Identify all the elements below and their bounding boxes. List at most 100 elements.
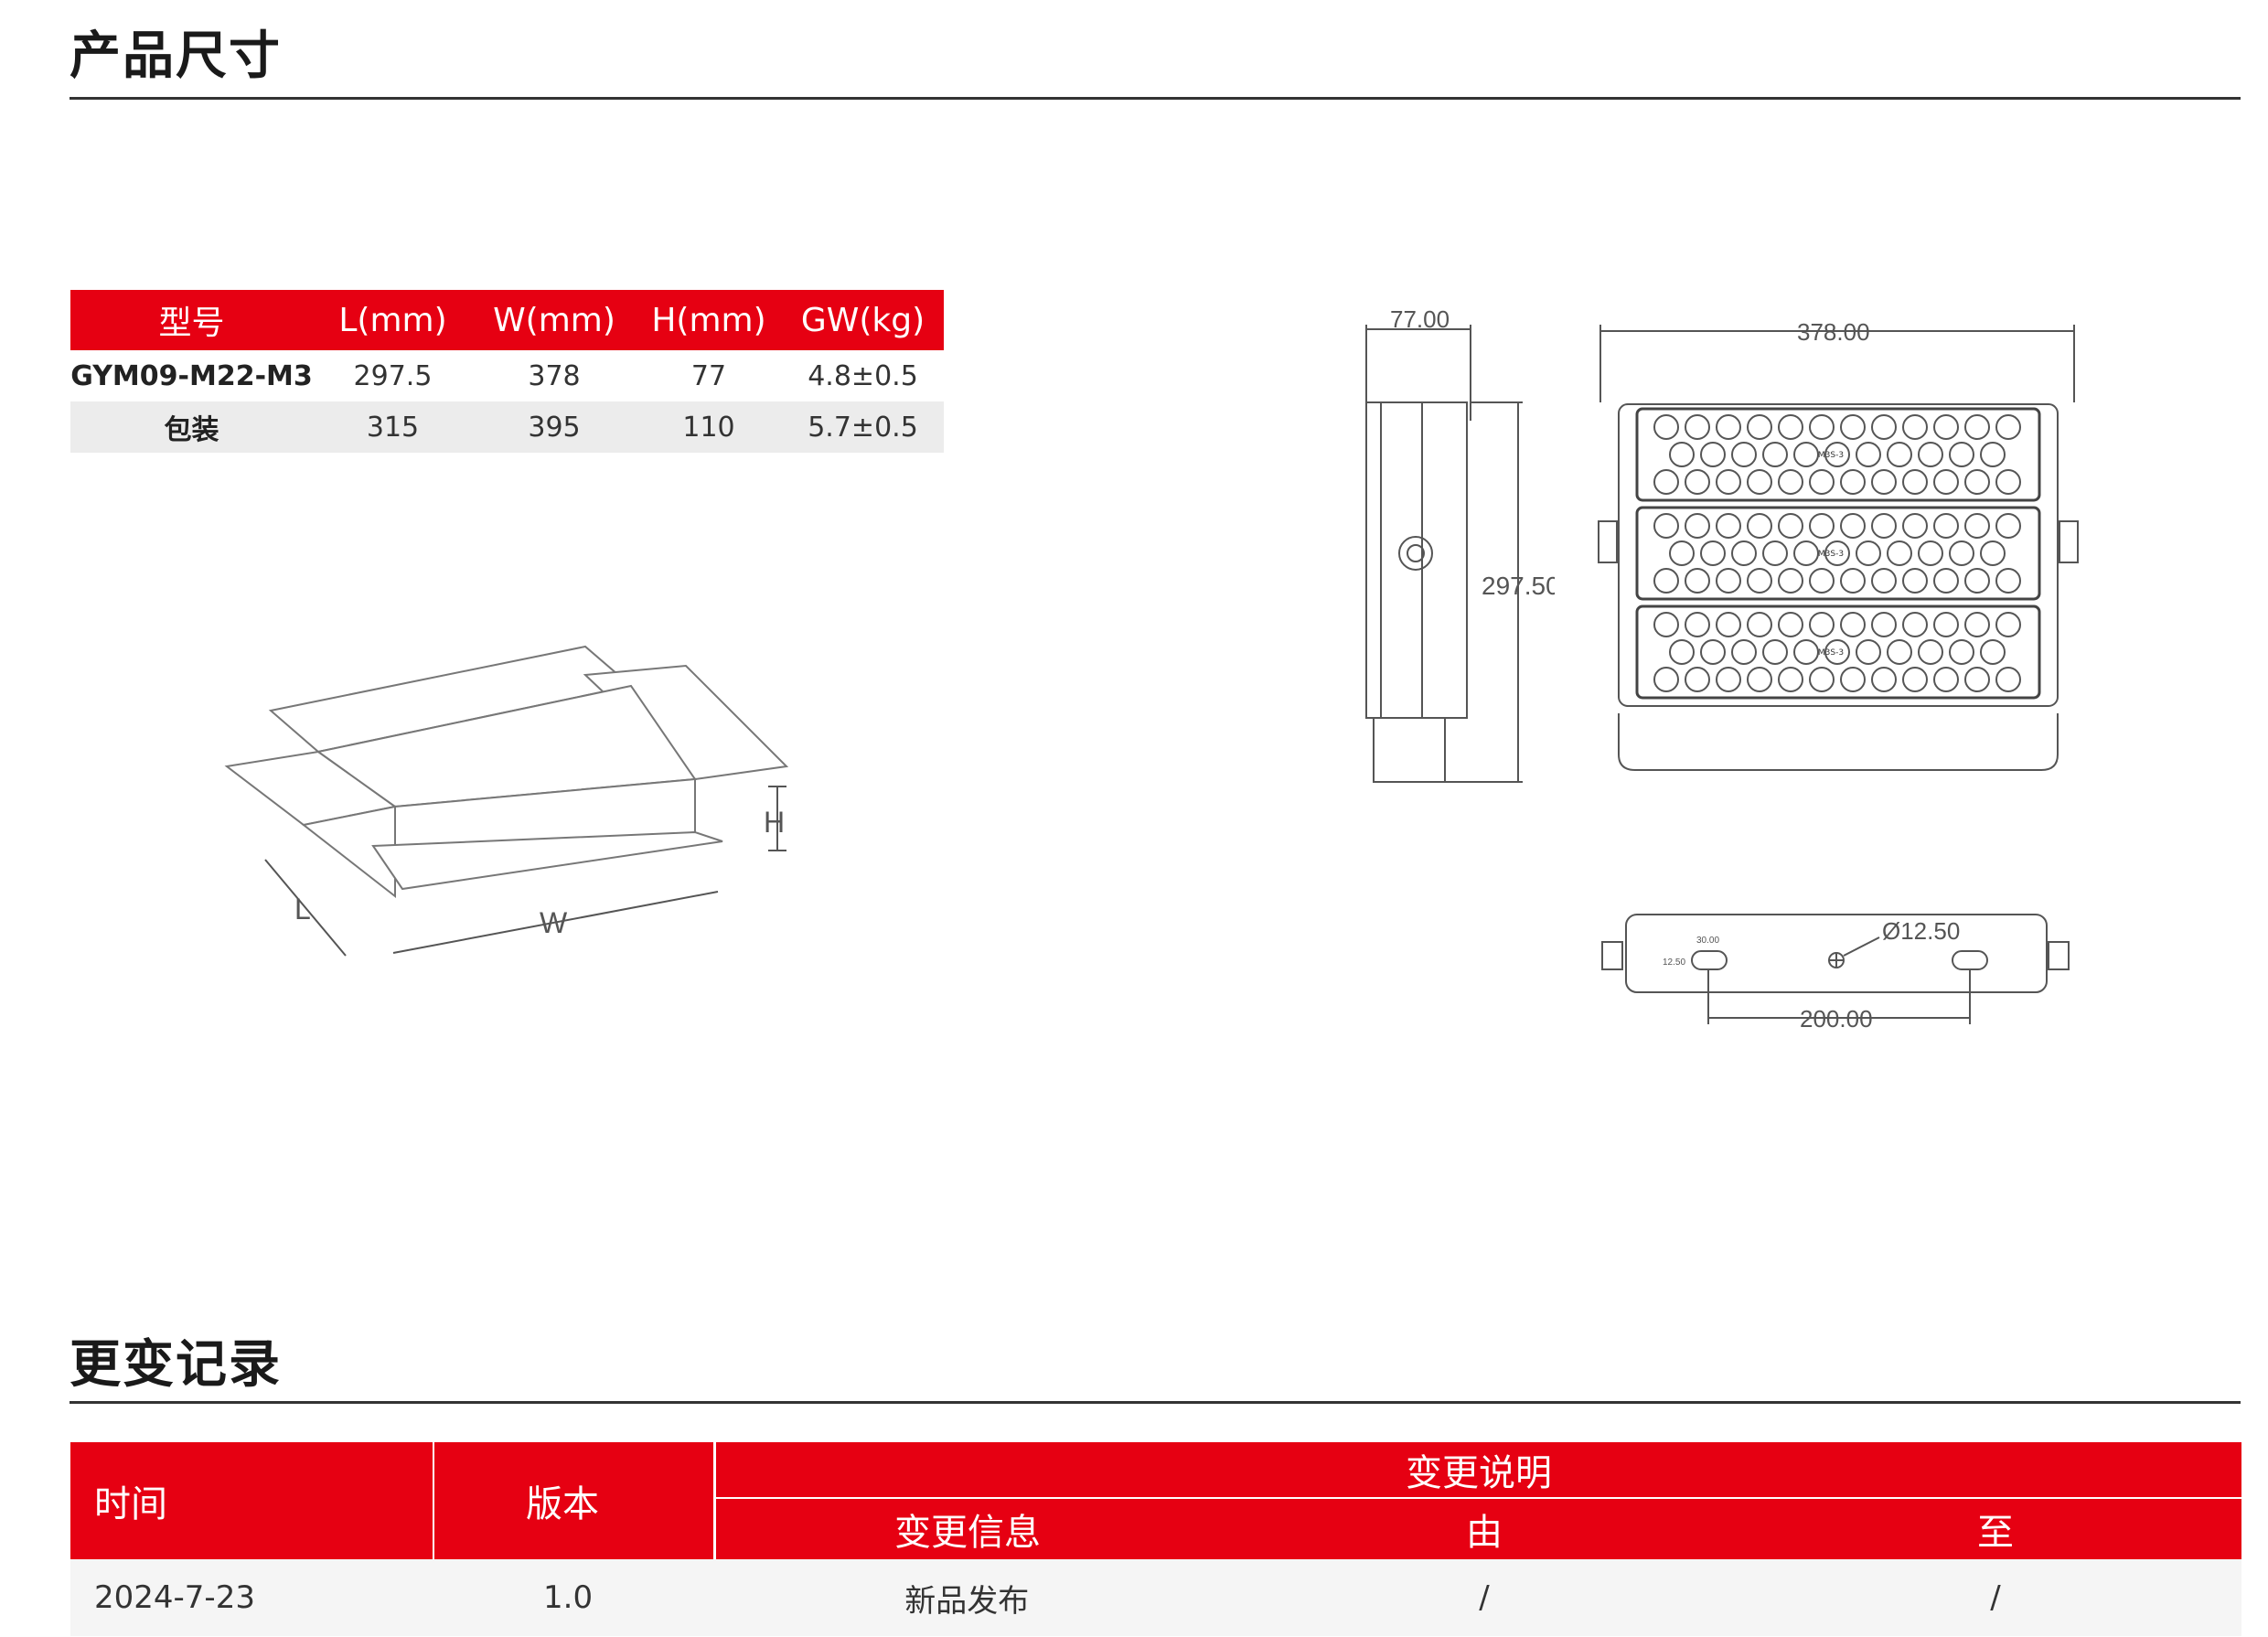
led-lens [1685,469,1710,495]
led-lens [1980,442,2006,467]
section-title-changelog: 更变记录 [70,1335,282,1395]
led-lens [1902,612,1928,637]
led-lens [1793,639,1819,665]
led-lens [1809,414,1835,440]
led-lens [1824,540,1850,566]
header-height: H(mm) [636,290,782,350]
led-lens [1824,639,1850,665]
dim-height: 297.50 [1482,572,1555,600]
led-lens [1964,469,1990,495]
dim-hole-spacing: 200.00 [1800,1005,1873,1032]
led-lens [1778,568,1803,594]
led-lens [1871,667,1897,692]
led-lens [1964,612,1990,637]
cell-weight: 5.7±0.5 [782,401,944,453]
header-description: 变更说明 [714,1442,2241,1499]
led-lens [1762,639,1788,665]
led-lens [1809,513,1835,539]
cell-model: GYM09-M22-M3 [70,359,313,392]
section-title-dimensions: 产品尺寸 [70,27,282,86]
header-weight: GW(kg) [782,290,944,350]
led-lens [1949,639,1974,665]
led-lens [1716,667,1741,692]
led-lens [1995,469,2021,495]
led-lens [1778,414,1803,440]
table-row: 包装 315 395 110 5.7±0.5 [70,401,944,453]
led-lens [1902,568,1928,594]
led-lens [1716,469,1741,495]
led-lens [1887,639,1912,665]
spec-table: 型号 L(mm) W(mm) H(mm) GW(kg) GYM09-M22-M3… [70,290,944,453]
dim-hole-diameter: Ø12.50 [1882,917,1960,945]
cell-time: 2024-7-23 [70,1559,433,1636]
led-lens [1902,667,1928,692]
led-lens [1840,513,1866,539]
led-lens [1871,568,1897,594]
led-lens [1933,414,1959,440]
led-lens [1824,442,1850,467]
led-lens [1856,442,1881,467]
box-label-h: H [764,806,785,839]
cell-version: 1.0 [433,1559,715,1636]
led-lens [1964,414,1990,440]
header-length: L(mm) [313,290,473,350]
side-view-drawing: 77.00 297.50 [1365,305,1555,783]
led-module [1635,506,2041,601]
header-version: 版本 [433,1442,716,1559]
led-lens [1980,540,2006,566]
dim-side-width: 77.00 [1390,305,1450,333]
led-lens [1887,540,1912,566]
led-lens [1793,540,1819,566]
led-lens [1840,612,1866,637]
header-model: 型号 [70,290,313,350]
led-lens [1685,667,1710,692]
led-lens [1716,612,1741,637]
led-lens [1747,513,1772,539]
led-lens [1840,568,1866,594]
led-lens [1871,414,1897,440]
table-row: GYM09-M22-M3 297.5 378 77 4.8±0.5 [70,350,944,401]
led-lens [1964,513,1990,539]
header-to: 至 [1749,1498,2241,1559]
led-lens [1933,612,1959,637]
header-time: 时间 [70,1442,434,1559]
module-label: M3S-3 [1818,648,1844,658]
led-lens [1778,612,1803,637]
led-lens [1887,442,1912,467]
box-label-l: L [294,893,311,925]
led-lens [1856,639,1881,665]
cell-height: 110 [636,401,782,453]
led-lens [1653,469,1679,495]
led-lens [1747,667,1772,692]
header-info: 变更信息 [714,1498,1219,1559]
cell-to: / [1749,1559,2241,1636]
led-lens [1918,442,1943,467]
led-lens [1995,414,2021,440]
spec-table-header: 型号 L(mm) W(mm) H(mm) GW(kg) [70,290,944,350]
led-lens [1747,469,1772,495]
header-width: W(mm) [473,290,636,350]
led-lens [1918,639,1943,665]
led-lens [1653,414,1679,440]
changelog-table: 时间 版本 变更说明 变更信息 由 至 2024-7-23 1.0 新品发布 /… [70,1442,2241,1636]
table-row: 2024-7-23 1.0 新品发布 / / [70,1559,2241,1636]
led-lens [1685,513,1710,539]
header-from: 由 [1219,1498,1749,1559]
led-lens [1918,540,1943,566]
led-lens [1700,639,1726,665]
led-lens [1809,667,1835,692]
led-lens [1949,540,1974,566]
led-lens [1995,513,2021,539]
bottom-view-drawing: Ø12.50 200.00 30.00 12.50 [1601,914,2070,1032]
led-lens [1685,612,1710,637]
led-lens [1902,513,1928,539]
led-lens [1778,667,1803,692]
led-lens [1949,442,1974,467]
cell-width: 378 [528,359,581,392]
packaging-box-diagram: H L W [224,645,789,957]
led-lens [1809,469,1835,495]
section-rule [70,97,2241,100]
led-lens [1902,469,1928,495]
led-lens [1778,513,1803,539]
